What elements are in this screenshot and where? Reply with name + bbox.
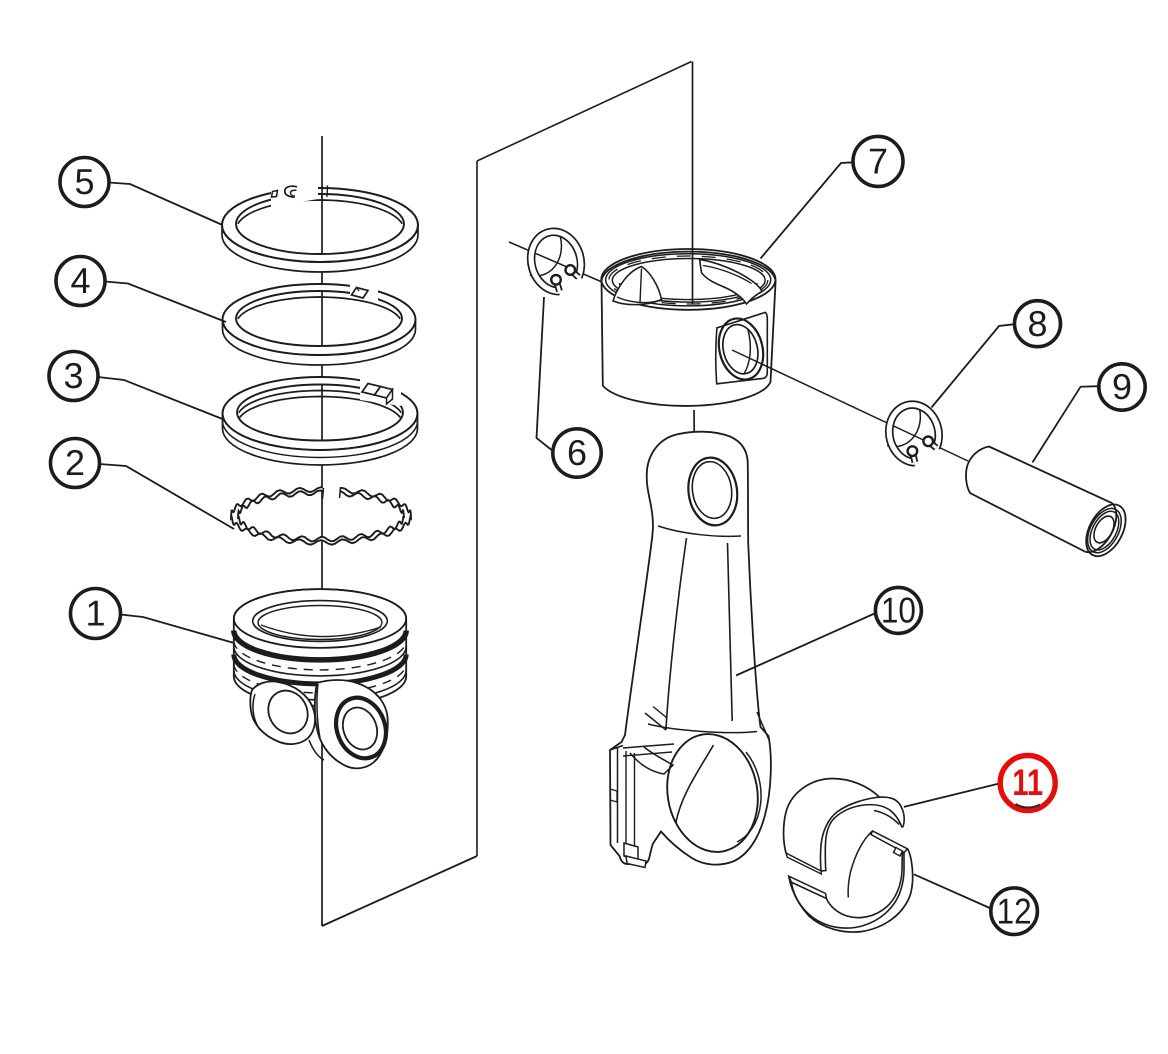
svg-text:2: 2: [65, 442, 85, 483]
svg-text:11: 11: [1012, 762, 1043, 803]
svg-text:12: 12: [997, 890, 1032, 931]
svg-text:4: 4: [70, 260, 90, 301]
svg-text:6: 6: [567, 432, 587, 473]
svg-text:10: 10: [881, 590, 916, 631]
svg-text:5: 5: [74, 161, 94, 202]
svg-text:1: 1: [85, 593, 105, 634]
svg-text:3: 3: [63, 355, 83, 396]
svg-text:7: 7: [868, 141, 888, 182]
svg-text:9: 9: [1112, 366, 1132, 407]
svg-text:8: 8: [1027, 303, 1047, 344]
